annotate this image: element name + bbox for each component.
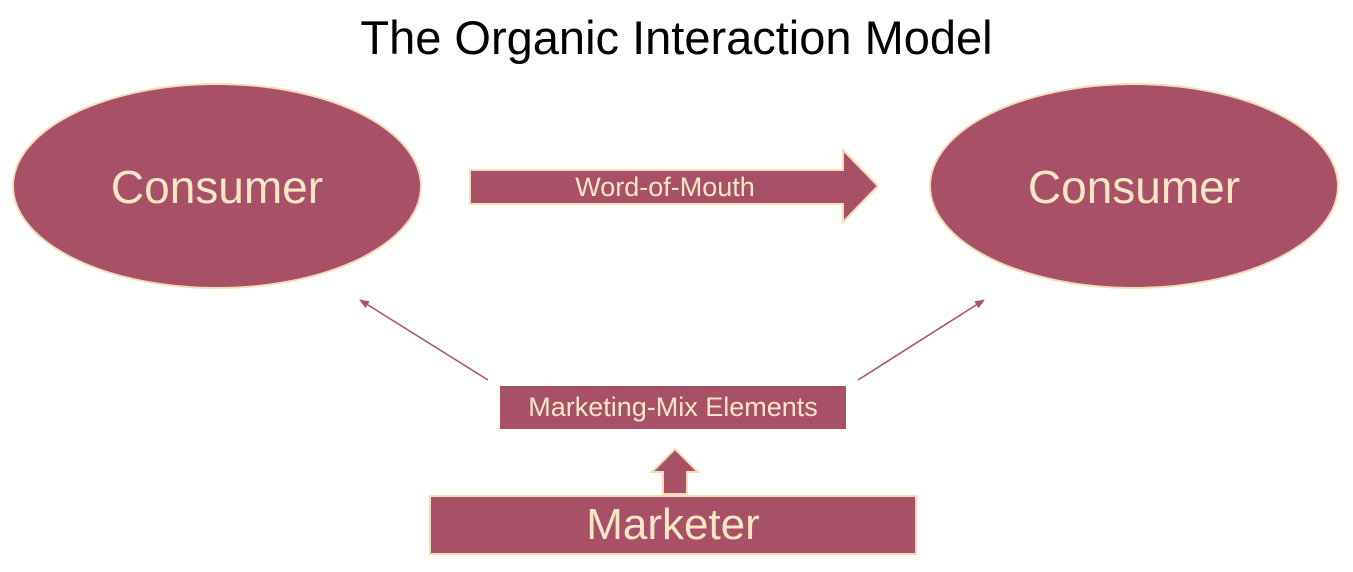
marketer-box: Marketer [429, 495, 917, 555]
consumer-left-ellipse [12, 83, 422, 289]
consumer-right-ellipse [929, 83, 1339, 289]
up-arrow [649, 447, 701, 495]
connector-to-left-consumer [359, 299, 489, 381]
word-of-mouth-label: Word-of-Mouth [575, 172, 755, 202]
marketing-mix-label: Marketing-Mix Elements [528, 392, 818, 422]
diagram-title: The Organic Interaction Model [360, 11, 993, 64]
marketing-mix-box: Marketing-Mix Elements [500, 386, 846, 429]
consumer-left-label: Consumer [110, 161, 324, 213]
connector-to-right-consumer [857, 299, 985, 381]
word-of-mouth-arrow [469, 147, 880, 225]
consumer-right-label: Consumer [1027, 161, 1241, 213]
marketer-label: Marketer [586, 500, 760, 549]
